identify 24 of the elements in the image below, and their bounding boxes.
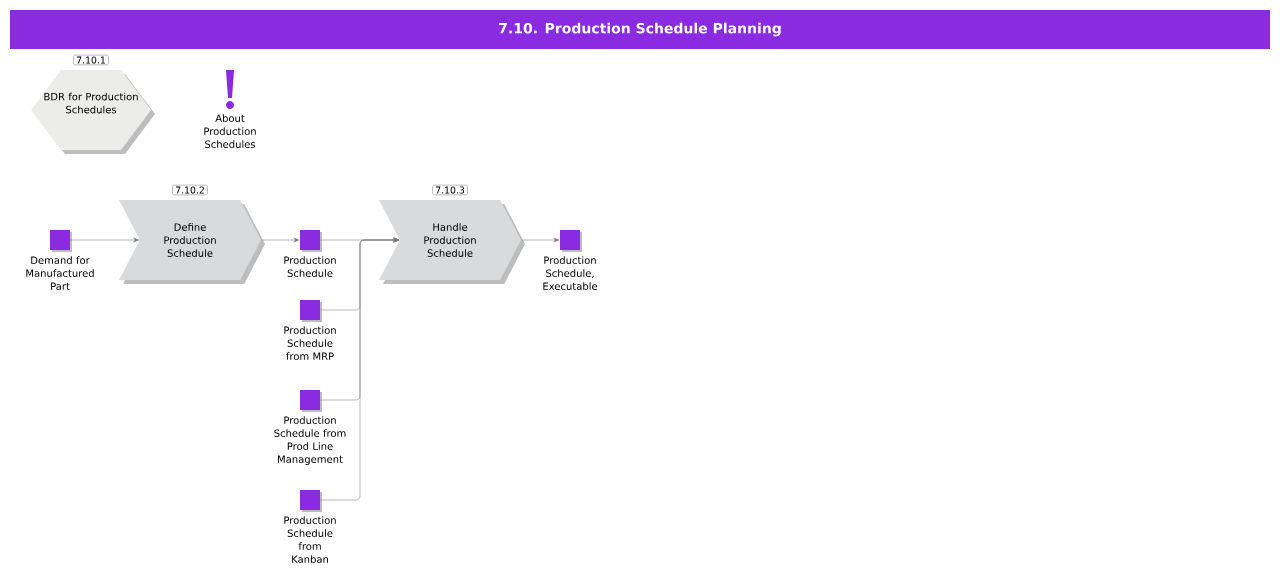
number-tag: 7.10.3 bbox=[432, 184, 468, 196]
process-chevron: Handle Production Schedule bbox=[379, 200, 525, 284]
title-bar: 7.10. Production Schedule Planning bbox=[10, 10, 1270, 49]
arrow bbox=[320, 237, 400, 501]
node-label: Production Schedule bbox=[284, 256, 336, 278]
node-label: Production Schedule from Prod Line Management bbox=[274, 416, 346, 465]
data-square: Production Schedule bbox=[284, 230, 336, 277]
hexagon-box: BDR for Production Schedules bbox=[31, 70, 155, 154]
arrow bbox=[261, 237, 300, 243]
node-label: Production Schedule from MRP bbox=[284, 326, 336, 361]
node-label: Production Schedule from Kanban bbox=[284, 516, 336, 564]
process-chevron: Define Production Schedule bbox=[119, 200, 265, 284]
number-tag: 7.10.1 bbox=[73, 54, 109, 66]
arrow bbox=[70, 237, 140, 243]
note-label: About Production Schedules bbox=[204, 114, 256, 148]
data-square: Demand for Manufactured Part bbox=[26, 230, 94, 290]
node-label: Production Schedule, Executable bbox=[543, 256, 598, 291]
data-square: Production Schedule, Executable bbox=[543, 230, 598, 290]
arrow bbox=[521, 237, 560, 243]
number-tag: 7.10.2 bbox=[172, 184, 208, 196]
data-square: Production Schedule from Kanban bbox=[284, 490, 336, 563]
data-square: Production Schedule from MRP bbox=[284, 300, 336, 360]
data-square: Production Schedule from Prod Line Management bbox=[274, 390, 346, 465]
node-label: Demand for Manufactured Part bbox=[26, 256, 94, 291]
